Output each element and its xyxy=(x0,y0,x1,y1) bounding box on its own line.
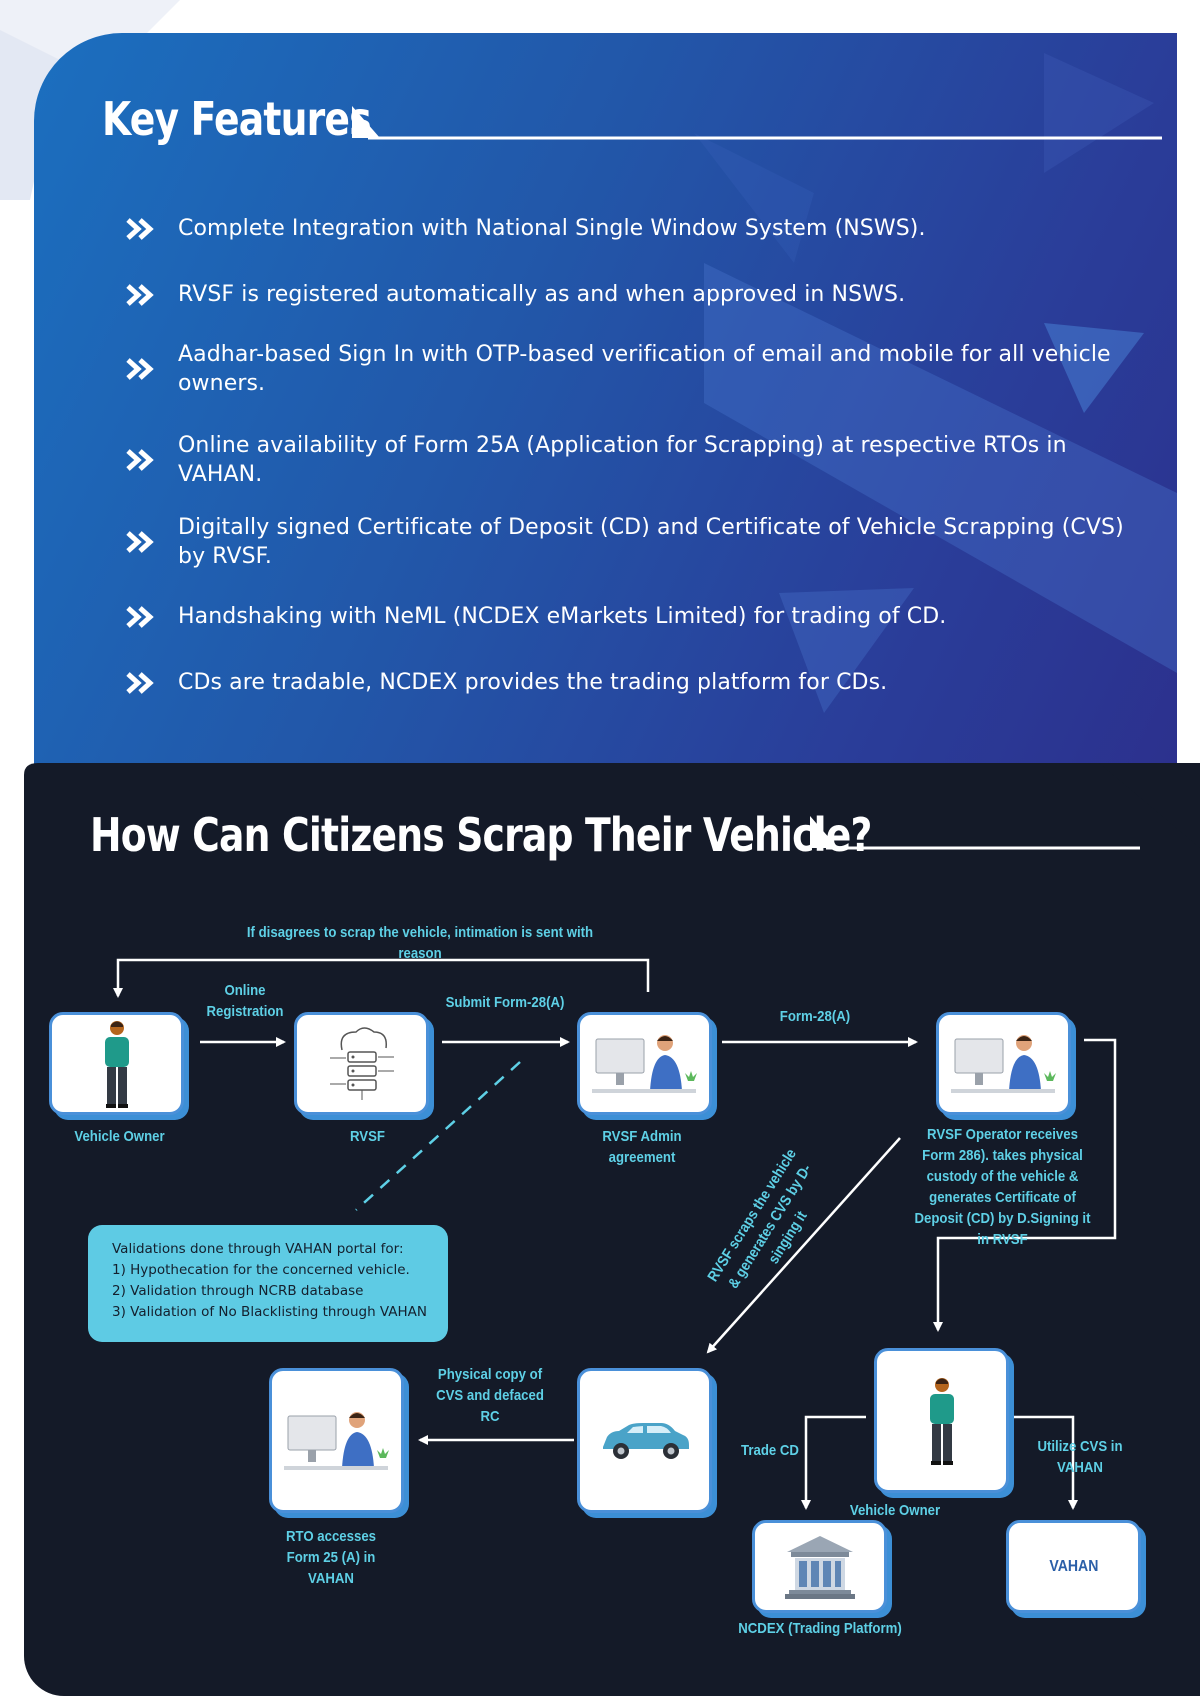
node-rvsf-admin xyxy=(577,1012,712,1115)
label-physical-copy: Physical copy of CVS and defaced RC xyxy=(436,1366,544,1425)
label-trade-cd: Trade CD xyxy=(741,1442,799,1459)
double-chevron-icon xyxy=(126,605,154,628)
person-icon xyxy=(929,1377,954,1465)
title-underline xyxy=(810,816,1140,850)
feature-text: RVSF is registered automatically as and … xyxy=(178,282,906,307)
double-chevron-icon xyxy=(126,531,154,553)
panel-top-edge xyxy=(24,763,1200,873)
feature-text: Online availability of Form 25A (Applica… xyxy=(178,433,1067,487)
background-shapes xyxy=(694,53,1177,713)
feature-text: Complete Integration with National Singl… xyxy=(178,216,926,241)
feature-item: Complete Integration with National Singl… xyxy=(126,214,1126,243)
validation-item: 1) Hypothecation for the concerned vehic… xyxy=(112,1262,410,1278)
validation-box: Validations done through VAHAN portal fo… xyxy=(88,1225,448,1342)
feature-text: CDs are tradable, NCDEX provides the tra… xyxy=(178,670,888,695)
label-form-28a: Form-28(A) xyxy=(779,1008,851,1025)
desk-worker-icon xyxy=(950,1034,1056,1093)
dashed-validation-link xyxy=(355,1061,521,1211)
double-chevron-icon xyxy=(126,217,154,240)
label-rvsf-operator: RVSF Operator receives Form 286). takes … xyxy=(914,1126,1091,1248)
node-vehicle-owner-2 xyxy=(874,1348,1009,1493)
feature-item: RVSF is registered automatically as and … xyxy=(126,280,1126,309)
label-utilize-cvs: Utilize CVS in VAHAN xyxy=(1037,1438,1123,1476)
double-chevron-icon xyxy=(126,283,154,306)
label-vehicle-owner: Vehicle Owner xyxy=(74,1128,165,1145)
validation-item: 3) Validation of No Blacklisting through… xyxy=(112,1304,428,1320)
arrow-owner2-vahan xyxy=(1014,1415,1078,1510)
label-rvsf-admin: RVSF Admin agreement xyxy=(602,1128,682,1166)
label-online-registration: Online Registration xyxy=(206,982,284,1020)
vahan-text: VAHAN xyxy=(1048,1557,1099,1575)
validation-item: 2) Validation through NCRB database xyxy=(112,1283,364,1299)
node-ncdex xyxy=(752,1520,887,1613)
feature-item: Online availability of Form 25A (Applica… xyxy=(126,431,1126,489)
feature-text: Aadhar-based Sign In with OTP-based veri… xyxy=(178,342,1111,396)
feature-item: Handshaking with NeML (NCDEX eMarkets Li… xyxy=(126,602,1126,631)
arrow-operator-car xyxy=(706,1137,901,1354)
desk-worker-icon xyxy=(591,1034,697,1093)
label-rto: RTO accesses Form 25 (A) in VAHAN xyxy=(285,1528,377,1587)
feature-item: Aadhar-based Sign In with OTP-based veri… xyxy=(126,340,1126,398)
car-icon xyxy=(602,1422,689,1459)
double-chevron-icon xyxy=(126,449,154,471)
institution-building-icon xyxy=(784,1535,855,1599)
double-chevron-icon xyxy=(126,671,154,694)
node-scrapped-car xyxy=(577,1368,712,1513)
node-rto xyxy=(269,1368,404,1513)
title-underline xyxy=(352,106,1162,140)
feature-text: Digitally signed Certificate of Deposit … xyxy=(178,515,1124,569)
key-features-title: Key Features xyxy=(102,92,372,146)
validation-heading: Validations done through VAHAN portal fo… xyxy=(112,1241,404,1257)
label-submit-form: Submit Form-28(A) xyxy=(445,994,565,1011)
feature-item: CDs are tradable, NCDEX provides the tra… xyxy=(126,668,1126,697)
key-features-panel xyxy=(34,33,1177,873)
label-vehicle-owner-2: Vehicle Owner xyxy=(849,1502,941,1519)
arrow-operator-owner2 xyxy=(933,1038,1117,1332)
cloud-server-icon xyxy=(329,1026,394,1100)
node-vehicle-owner xyxy=(49,1012,184,1115)
label-ncdex: NCDEX (Trading Platform) xyxy=(738,1620,902,1637)
node-vahan: VAHAN xyxy=(1006,1520,1141,1613)
node-rvsf-operator xyxy=(936,1012,1071,1115)
desk-worker-icon xyxy=(283,1411,389,1470)
process-title: How Can Citizens Scrap Their Vehicle? xyxy=(90,808,872,862)
label-disagree: If disagrees to scrap the vehicle, intim… xyxy=(246,924,594,962)
node-rvsf xyxy=(294,1012,429,1115)
feedback-arrow xyxy=(113,958,650,998)
person-icon xyxy=(104,1020,129,1108)
feature-text: Handshaking with NeML (NCDEX eMarkets Li… xyxy=(178,604,947,629)
label-rvsf: RVSF xyxy=(350,1128,385,1145)
feature-item: Digitally signed Certificate of Deposit … xyxy=(126,513,1126,571)
double-chevron-icon xyxy=(126,358,154,380)
arrow-owner2-ncdex xyxy=(801,1415,866,1510)
